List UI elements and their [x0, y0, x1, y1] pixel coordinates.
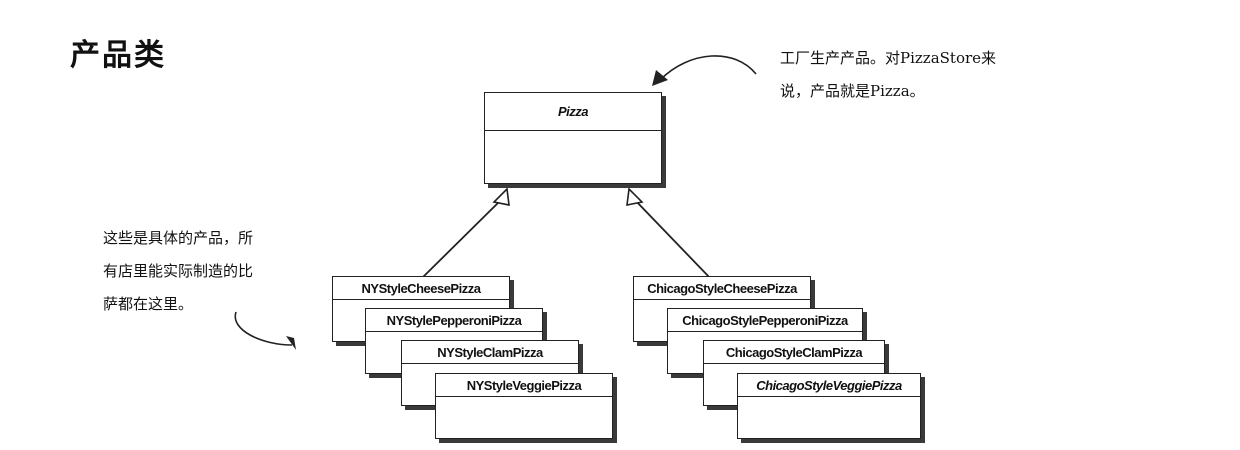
inheritance-triangle-ny	[492, 187, 510, 207]
inheritance-triangle-chicago	[626, 187, 644, 207]
inheritance-line-ny	[419, 197, 504, 281]
annotation-line: 萨都在这里。	[103, 295, 194, 313]
inheritance-line-chicago	[632, 197, 713, 281]
ny-veggie-class-box: NYStyleVeggiePizza	[435, 373, 613, 439]
annotation-arrowhead-left	[286, 336, 296, 350]
chicago-pepperoni-class-name: ChicagoStylePepperoniPizza	[668, 309, 862, 332]
page-title: 产品类	[70, 38, 166, 73]
annotation-arrowhead-top	[652, 70, 668, 86]
annotation-line: 这些是具体的产品，所	[103, 229, 254, 247]
ny-clam-class-name: NYStyleClamPizza	[402, 341, 578, 364]
ny-veggie-class-name: NYStyleVeggiePizza	[436, 374, 612, 397]
annotation-line: 有店里能实际制造的比	[103, 262, 254, 280]
annotation-arrow-top	[659, 55, 757, 81]
chicago-cheese-class-name: ChicagoStyleCheesePizza	[634, 277, 810, 300]
concrete-products-annotation: 这些是具体的产品，所 有店里能实际制造的比 萨都在这里。	[103, 222, 333, 321]
chicago-clam-class-name: ChicagoStyleClamPizza	[704, 341, 884, 364]
ny-pepperoni-class-name: NYStylePepperoniPizza	[366, 309, 542, 332]
pizza-class-box: Pizza	[484, 92, 662, 184]
product-annotation: 工厂生产产品。对PizzaStore来 说，产品就是Pizza。	[780, 42, 1080, 108]
annotation-line: 工厂生产产品。对PizzaStore来	[780, 49, 997, 67]
ny-cheese-class-name: NYStyleCheesePizza	[333, 277, 509, 300]
pizza-class-name: Pizza	[485, 93, 661, 131]
chicago-veggie-class-box: ChicagoStyleVeggiePizza	[737, 373, 921, 439]
annotation-line: 说，产品就是Pizza。	[780, 82, 925, 100]
chicago-veggie-class-name: ChicagoStyleVeggiePizza	[738, 374, 920, 397]
annotation-arrow-left	[234, 311, 293, 346]
